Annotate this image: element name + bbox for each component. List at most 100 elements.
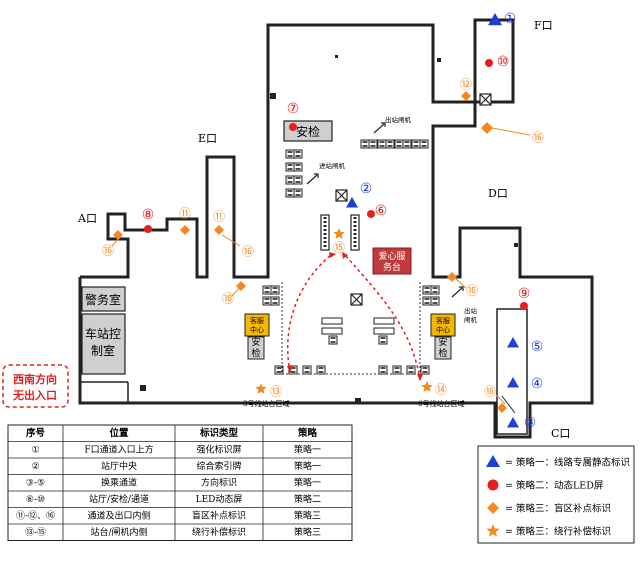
gate-unit xyxy=(411,139,421,149)
strategy3-star-icon xyxy=(421,381,433,392)
gate-unit xyxy=(385,139,395,149)
strategy1-triangle-icon xyxy=(488,13,502,26)
stair-mark xyxy=(270,93,276,99)
table-cell: 盲区补点标识 xyxy=(192,510,246,522)
detour-path-line3 xyxy=(287,254,332,373)
legend-triangle-icon xyxy=(486,455,500,467)
gate-unit xyxy=(378,365,388,375)
leader-line xyxy=(230,286,241,298)
detour-arrowheads xyxy=(287,252,423,381)
marker-number-label: ⑯ xyxy=(222,291,234,305)
table-cell: 策略一 xyxy=(294,477,321,489)
detour-paths xyxy=(287,254,421,381)
legend-circle-icon xyxy=(487,479,499,491)
gate-unit xyxy=(430,285,440,295)
entrance-F-label: F口 xyxy=(534,19,553,32)
gate-unit xyxy=(402,139,412,149)
service-center-left xyxy=(244,313,270,337)
table-header-cell: 序号 xyxy=(26,427,46,439)
gate-unit xyxy=(420,365,430,375)
transfer-corridor xyxy=(496,308,528,435)
escalator xyxy=(321,317,343,325)
gate-unit xyxy=(430,296,440,306)
arrow-line xyxy=(451,287,463,298)
marker-number-label: ⑨ xyxy=(518,286,531,302)
entrance-E-label: E口 xyxy=(198,132,217,145)
security-box-left xyxy=(247,336,265,360)
gate-unit xyxy=(293,162,303,172)
column-square xyxy=(479,93,492,106)
gate-unit xyxy=(368,139,378,149)
gate-unit xyxy=(422,296,432,306)
marker-number-label: ⑫ xyxy=(460,77,472,91)
table-cell: ① xyxy=(31,446,39,456)
table-cell: 方向标识 xyxy=(201,477,237,489)
gate-unit xyxy=(293,188,303,198)
strategy1-triangle-icon xyxy=(507,417,519,428)
line3-platform-label: 3号线站台区域 xyxy=(243,399,289,408)
marker-number-label: ⑩ xyxy=(497,54,510,70)
service-center-left-label-1: 客服 xyxy=(250,316,264,325)
leader-line xyxy=(491,127,531,136)
gate-unit xyxy=(262,296,272,306)
marker-number-label: ③ xyxy=(524,415,537,431)
strategy3-diamond-icon xyxy=(481,122,493,134)
table-cell: ⑥-⑩ xyxy=(26,495,45,505)
table-cell: 绕行补偿标识 xyxy=(192,526,246,538)
police-room-label: 警务室 xyxy=(85,292,121,307)
escalator xyxy=(373,327,395,335)
stair-mark xyxy=(140,385,146,391)
stair-mark xyxy=(335,55,338,58)
marker-number-label: ① xyxy=(504,11,517,27)
gate-unit xyxy=(302,365,312,375)
stair-mark xyxy=(437,58,441,62)
marker-number-label: ⑬ xyxy=(270,384,282,398)
table-cell: 策略二 xyxy=(294,493,321,505)
service-center-right xyxy=(430,313,456,337)
legend-diamond-icon xyxy=(487,502,499,514)
security-label: 安检 xyxy=(296,124,320,139)
detour-arrowhead xyxy=(287,366,293,373)
gate-unit xyxy=(285,162,295,172)
security-box-right xyxy=(434,336,452,360)
strategy2-led-dot-icon xyxy=(367,210,375,218)
exit-gate-top-label: 出站闸机 xyxy=(385,115,412,124)
marker-number-label: ⑯ xyxy=(242,244,254,258)
arrow-line xyxy=(373,123,385,134)
marker-number-label: ⑧ xyxy=(142,207,155,223)
table-header-cell: 位置 xyxy=(109,427,129,439)
strategy1-triangle-icon xyxy=(507,377,519,388)
escalator xyxy=(350,214,360,251)
gate-unit xyxy=(270,296,280,306)
arrow-head xyxy=(459,286,464,291)
table-cell: LED动态屏 xyxy=(196,493,243,505)
leader-lines xyxy=(111,127,531,405)
table-cell: 换乘通道 xyxy=(101,477,137,489)
stair-mark xyxy=(355,398,361,404)
love-service-label-1: 爱心服 xyxy=(378,251,405,262)
paid-area-boundary xyxy=(281,282,421,375)
strategy2-led-dot-icon xyxy=(289,123,297,131)
love-service-desk xyxy=(372,247,412,275)
table-border xyxy=(7,424,353,541)
security-box-right-char-1: 安 xyxy=(438,336,447,348)
marker-number-label: ⑤ xyxy=(531,339,544,355)
no-entry-note-line2: 无出入口 xyxy=(12,388,57,402)
gate-unit xyxy=(360,139,370,149)
gate-unit xyxy=(392,365,402,375)
gate-unit xyxy=(293,175,303,185)
gate-unit xyxy=(316,365,326,375)
escalator xyxy=(321,327,343,335)
service-center-right-label-1: 客服 xyxy=(436,316,450,325)
marker-number-label: ⑪ xyxy=(179,206,191,220)
gate-unit xyxy=(422,285,432,295)
strategy3-diamond-icon xyxy=(497,403,507,413)
entry-gate-label: 进站闸机 xyxy=(319,161,346,170)
marker-number-label: ② xyxy=(360,181,373,197)
gate-unit xyxy=(270,285,280,295)
marker-number-label: ⑪ xyxy=(213,209,225,223)
service-center-left-label-2: 中心 xyxy=(250,325,264,334)
table-cell: ⑬-⑮ xyxy=(25,527,46,538)
